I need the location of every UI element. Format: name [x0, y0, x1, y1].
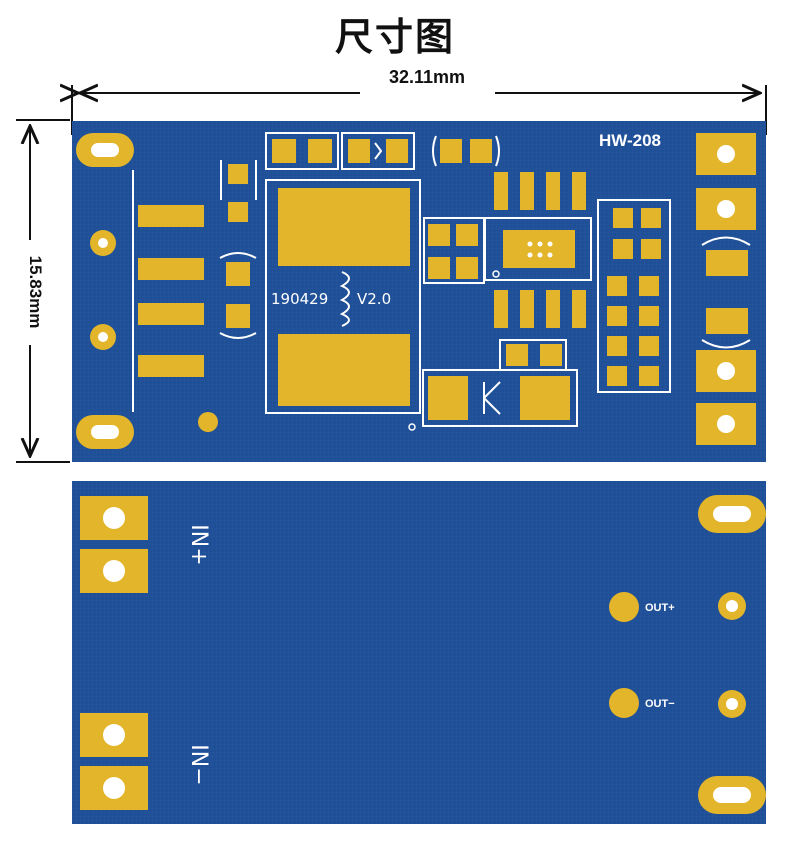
pcb-top-view: 190429 V2.0	[72, 121, 766, 462]
out-plus-label: OUT+	[645, 602, 675, 614]
silkscreen-date: 190429	[271, 290, 328, 308]
pcb-bottom-view: IN+ IN− OUT+ OUT−	[72, 481, 766, 824]
out-minus-label: OUT−	[645, 698, 675, 710]
model-label: HW-208	[599, 131, 661, 150]
page-title: 尺寸图	[334, 15, 455, 59]
height-label: 15.83mm	[26, 256, 45, 329]
in-plus-label: IN+	[186, 524, 211, 565]
silkscreen-version: V2.0	[357, 290, 391, 308]
height-dimension: 15.83mm	[16, 119, 70, 463]
width-dimension: 32.11mm	[72, 67, 767, 135]
width-label: 32.11mm	[389, 67, 465, 87]
in-minus-label: IN−	[186, 744, 211, 785]
